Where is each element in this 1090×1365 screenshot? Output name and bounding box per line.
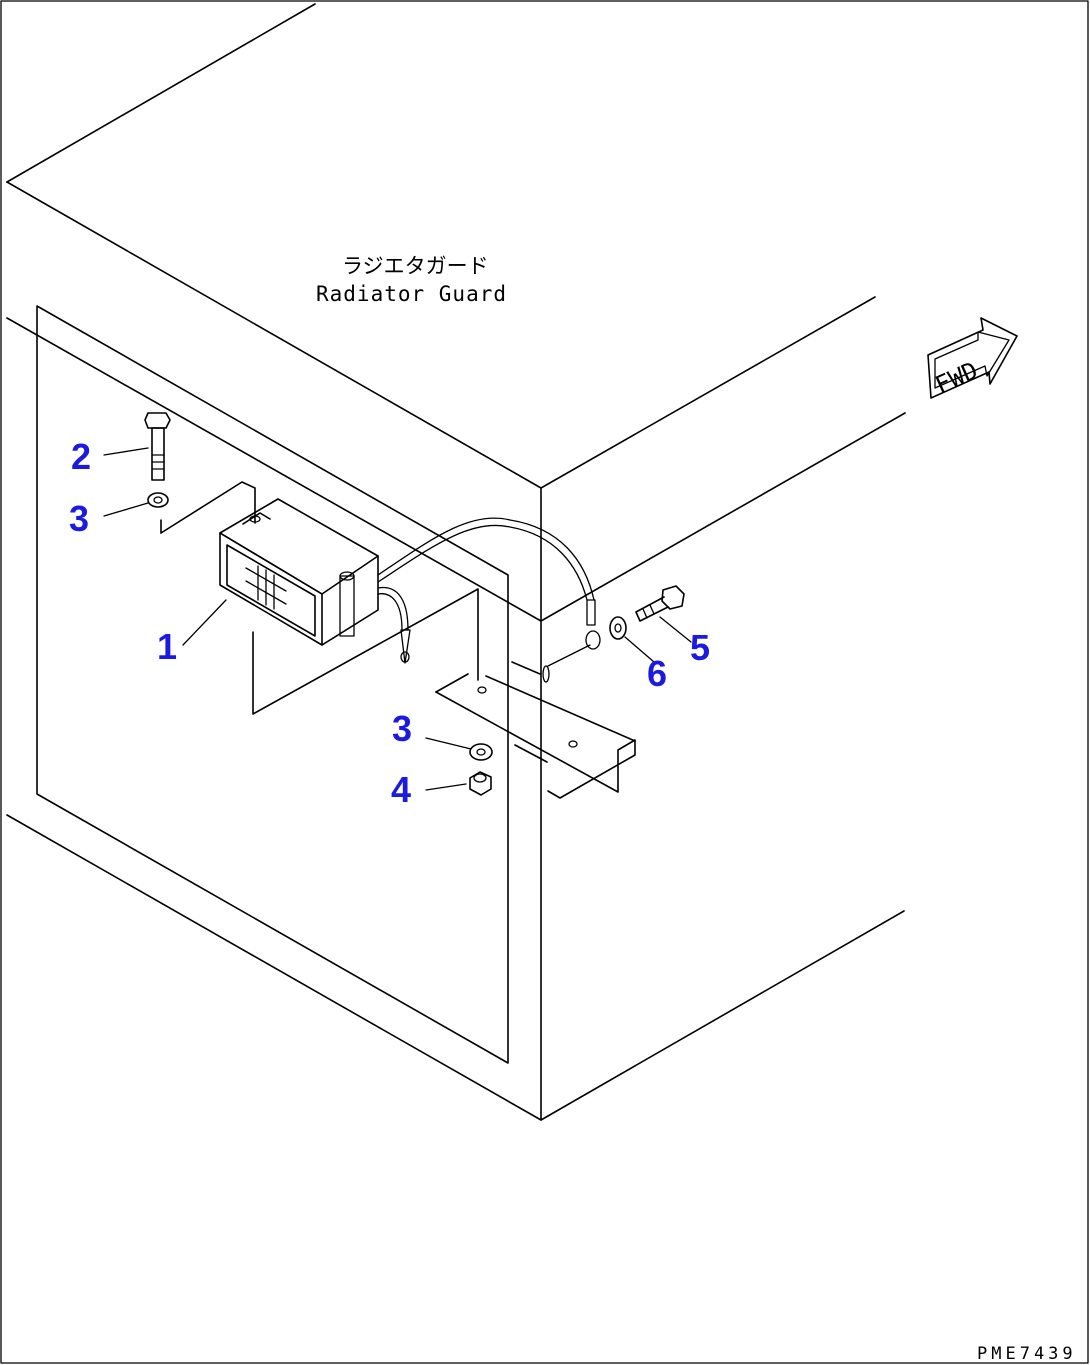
washer-part-3-lower — [469, 743, 493, 761]
callout-number-3-lower: 3 — [392, 708, 412, 749]
direction-label: FWD — [931, 356, 982, 399]
access-panel-outline — [36, 305, 509, 1064]
callout-number-3-upper: 3 — [69, 498, 89, 539]
nut-part-4 — [469, 771, 492, 796]
radiator-guard-outline — [6, 3, 906, 1121]
callout-number-6: 6 — [647, 653, 667, 694]
part-name-english: Radiator Guard — [316, 282, 507, 306]
callout-number-1: 1 — [157, 626, 177, 667]
callout-number-4: 4 — [391, 769, 411, 810]
callout-number-5: 5 — [690, 627, 710, 668]
bolt-part-5 — [635, 585, 685, 622]
bolt-part-2 — [144, 412, 171, 481]
lamp-assembly — [219, 498, 379, 646]
washer-part-6 — [609, 616, 627, 640]
washer-part-3-upper — [147, 492, 169, 508]
callout-number-2: 2 — [71, 436, 91, 477]
mounting-plate — [160, 481, 256, 534]
lamp-wiring — [377, 517, 601, 683]
callout-leaders — [103, 447, 692, 791]
part-name-japanese: ラジエタガード — [342, 254, 489, 278]
forward-direction-arrow: FWD — [927, 317, 1018, 399]
drawing-code: PME7439 — [977, 1344, 1077, 1364]
mounting-bracket — [435, 661, 636, 799]
